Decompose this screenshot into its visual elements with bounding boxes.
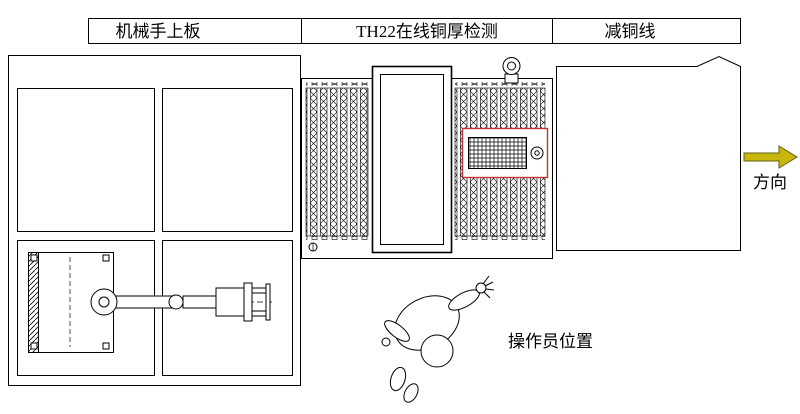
panel-top-left [17, 88, 155, 232]
bolt [102, 254, 110, 262]
operator-position-label: 操作员位置 [508, 332, 593, 351]
bearing-blocks-bottom-left [306, 236, 368, 240]
header-label-th22-detection: TH22在线铜厚检测 [356, 22, 498, 41]
arm-wrist [215, 287, 245, 317]
monitor-knob-center [534, 150, 540, 156]
direction-label: 方向 [753, 173, 787, 192]
arm-turret-axis [98, 296, 110, 308]
bolt [30, 254, 38, 262]
bolt [30, 342, 38, 350]
gripper-bar [265, 283, 271, 321]
eye-bolt-icon [502, 57, 521, 84]
panel-top-right [162, 88, 293, 232]
arm-link-1 [111, 295, 173, 309]
operator-arm-left [384, 320, 410, 342]
operator-hand-left [381, 337, 391, 347]
bearing-blocks-top-left [306, 82, 368, 86]
measuring-station [371, 65, 453, 254]
operator-shoe-right [403, 383, 419, 403]
gripper-plate [243, 282, 253, 322]
bolt [102, 342, 110, 350]
machine-hatched-edge [28, 252, 39, 353]
header-label-copper-reduction: 减铜线 [605, 22, 656, 41]
operator-figure [381, 275, 495, 403]
operator-hand-right [475, 282, 487, 294]
eye-bolt-base [504, 73, 519, 84]
operator-fingers [482, 275, 495, 299]
arm-link-2 [182, 295, 217, 309]
header-row [88, 18, 741, 44]
copper-reduction-panel-outline [556, 55, 741, 251]
header-box-copper-reduction [552, 18, 741, 44]
conveyor-rollers-left [305, 87, 369, 237]
bearing-blocks-top-right [455, 82, 545, 86]
bearing-blocks-bottom-right [455, 236, 545, 240]
monitor-screen [468, 137, 527, 169]
cell-outline [8, 55, 301, 386]
station-inner [380, 74, 444, 245]
eye-bolt-hole [507, 61, 516, 71]
robot-arm [90, 282, 272, 322]
operator-head [420, 334, 454, 368]
header-label-robot-loading: 机械手上板 [116, 22, 201, 41]
arm-elbow-joint [168, 294, 184, 310]
operator-shoe-left [389, 366, 407, 392]
direction-arrow-icon [743, 145, 798, 169]
thickness-monitor-highlight [461, 127, 549, 179]
